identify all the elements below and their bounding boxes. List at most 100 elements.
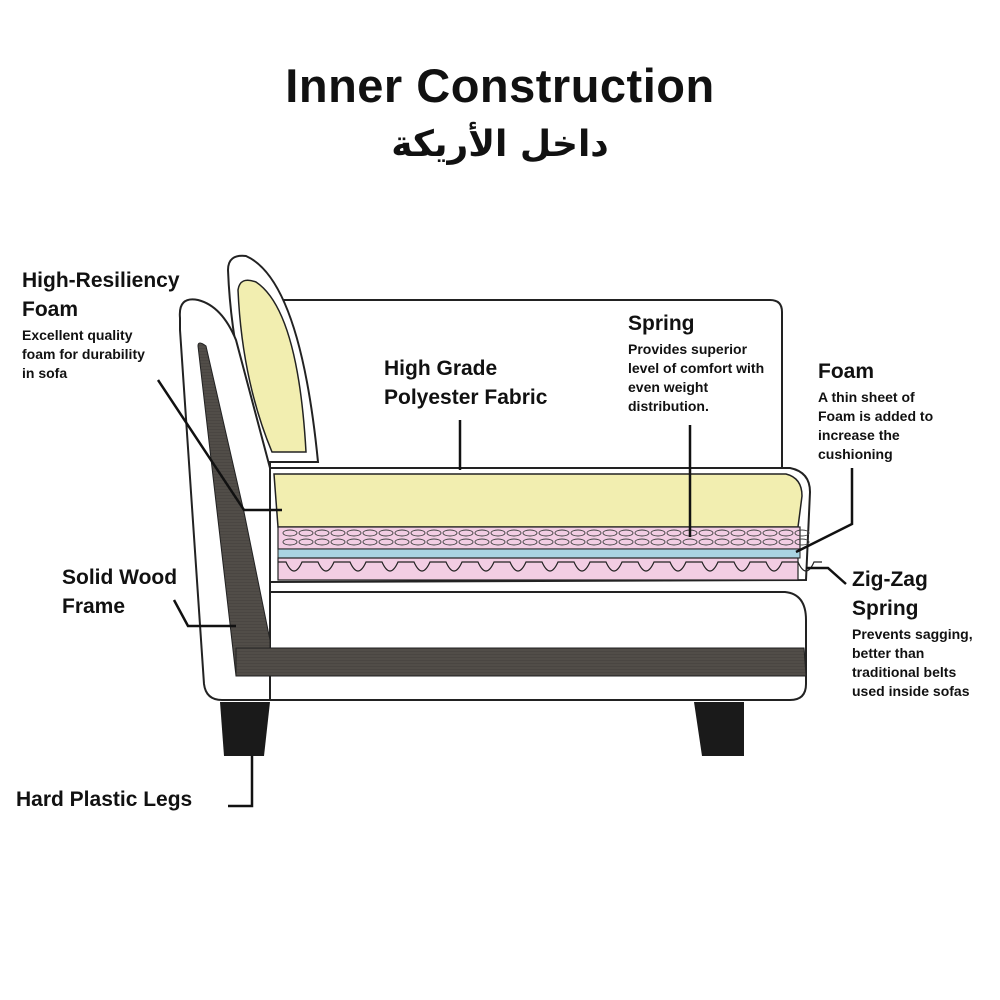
hr-foam-desc-3: in sofa xyxy=(22,365,68,381)
spring-coil xyxy=(586,529,602,537)
spring-coil xyxy=(314,538,330,546)
spring-coil xyxy=(570,529,586,537)
spring-desc-4: distribution. xyxy=(628,398,709,414)
hr-foam-desc-2: foam for durability xyxy=(22,346,145,362)
spring-coil xyxy=(362,538,378,546)
spring-desc-3: even weight xyxy=(628,379,709,395)
spring-coil xyxy=(410,529,426,537)
leader-foam xyxy=(795,468,854,554)
foam-desc-1: A thin sheet of xyxy=(818,389,915,405)
spring-coil xyxy=(586,538,602,546)
spring-coil xyxy=(442,529,458,537)
spring-coil xyxy=(394,538,410,546)
spring-coil xyxy=(330,529,346,537)
thin-foam-layer xyxy=(277,548,801,559)
zigzag-desc-2: better than xyxy=(852,645,925,661)
spring-coil xyxy=(666,529,682,537)
spring-coil xyxy=(778,529,794,537)
foam-desc-2: Foam is added to xyxy=(818,408,934,424)
spring-coil xyxy=(282,538,298,546)
front-leg xyxy=(220,702,270,756)
zigzag-spring-shape xyxy=(278,561,822,572)
label-hard-plastic-legs: Hard Plastic Legs xyxy=(16,785,192,814)
spring-coil xyxy=(282,529,298,537)
zigzag-title-1: Zig-Zag xyxy=(852,568,928,591)
spring-coil xyxy=(490,529,506,537)
spring-coil xyxy=(426,529,442,537)
leader-lines xyxy=(156,379,854,808)
leader-wood xyxy=(172,599,236,628)
spring-coil xyxy=(714,538,730,546)
spring-coil xyxy=(506,538,522,546)
spring-coil xyxy=(602,529,618,537)
spring-coil xyxy=(346,538,362,546)
spring-coil xyxy=(650,529,666,537)
spring-coil xyxy=(602,538,618,546)
spring-coil xyxy=(762,529,778,537)
spring-coil xyxy=(634,529,650,537)
spring-coil xyxy=(634,538,650,546)
spring-coil xyxy=(698,538,714,546)
spring-coil xyxy=(394,529,410,537)
fabric-title-1: High Grade xyxy=(384,357,498,380)
spring-coil xyxy=(650,538,666,546)
hr-foam-title-1: High-Resiliency xyxy=(22,269,180,292)
spring-coil xyxy=(378,538,394,546)
spring-coil xyxy=(410,538,426,546)
foam-desc-3: increase the xyxy=(818,427,900,443)
spring-coil xyxy=(666,538,682,546)
spring-coil xyxy=(714,529,730,537)
foam-title: Foam xyxy=(818,360,875,383)
spring-coil xyxy=(746,529,762,537)
spring-coil xyxy=(762,538,778,546)
spring-coil xyxy=(618,529,634,537)
spring-coil xyxy=(474,538,490,546)
spring-coil xyxy=(474,529,490,537)
spring-coil xyxy=(554,538,570,546)
foam-desc-4: cushioning xyxy=(818,446,893,462)
zigzag-desc-3: traditional belts xyxy=(852,664,957,680)
spring-coil xyxy=(330,538,346,546)
zigzag-desc-4: used inside sofas xyxy=(852,683,970,699)
solid-wood-frame-bottom xyxy=(235,647,807,677)
hr-foam-desc-1: Excellent quality xyxy=(22,327,133,343)
leader-hr-foam xyxy=(156,379,282,512)
spring-coil xyxy=(442,538,458,546)
spring-coil xyxy=(346,529,362,537)
spring-coil xyxy=(298,529,314,537)
leader-legs xyxy=(228,756,254,808)
spring-coil xyxy=(458,529,474,537)
spring-coil xyxy=(618,538,634,546)
seat-base xyxy=(264,591,807,701)
spring-coil xyxy=(746,538,762,546)
spring-coils xyxy=(282,529,810,546)
zigzag-spring-layer xyxy=(277,557,799,581)
headrest-foam xyxy=(237,279,307,453)
spring-coil xyxy=(314,529,330,537)
spring-coil xyxy=(506,529,522,537)
spring-coil xyxy=(794,538,810,546)
spring-coil xyxy=(570,538,586,546)
hr-foam-layer xyxy=(273,473,803,528)
spring-coil xyxy=(298,538,314,546)
spring-coil xyxy=(538,529,554,537)
spring-coil xyxy=(378,529,394,537)
page-subtitle-arabic: داخل الأريكة xyxy=(391,124,609,165)
spring-coil xyxy=(522,529,538,537)
wood-title-1: Solid Wood xyxy=(62,566,178,589)
spring-desc-1: Provides superior xyxy=(628,341,748,357)
spring-coil xyxy=(458,538,474,546)
zigzag-title-2: Spring xyxy=(852,597,919,620)
spring-coil xyxy=(538,538,554,546)
spring-coil xyxy=(490,538,506,546)
sofa-backrest xyxy=(269,299,783,469)
spring-coil xyxy=(794,529,810,537)
leader-zigzag xyxy=(806,566,847,585)
spring-coil xyxy=(426,538,442,546)
spring-desc-2: level of comfort with xyxy=(628,360,765,376)
spring-coil xyxy=(778,538,794,546)
page-title: Inner Construction xyxy=(285,59,715,112)
